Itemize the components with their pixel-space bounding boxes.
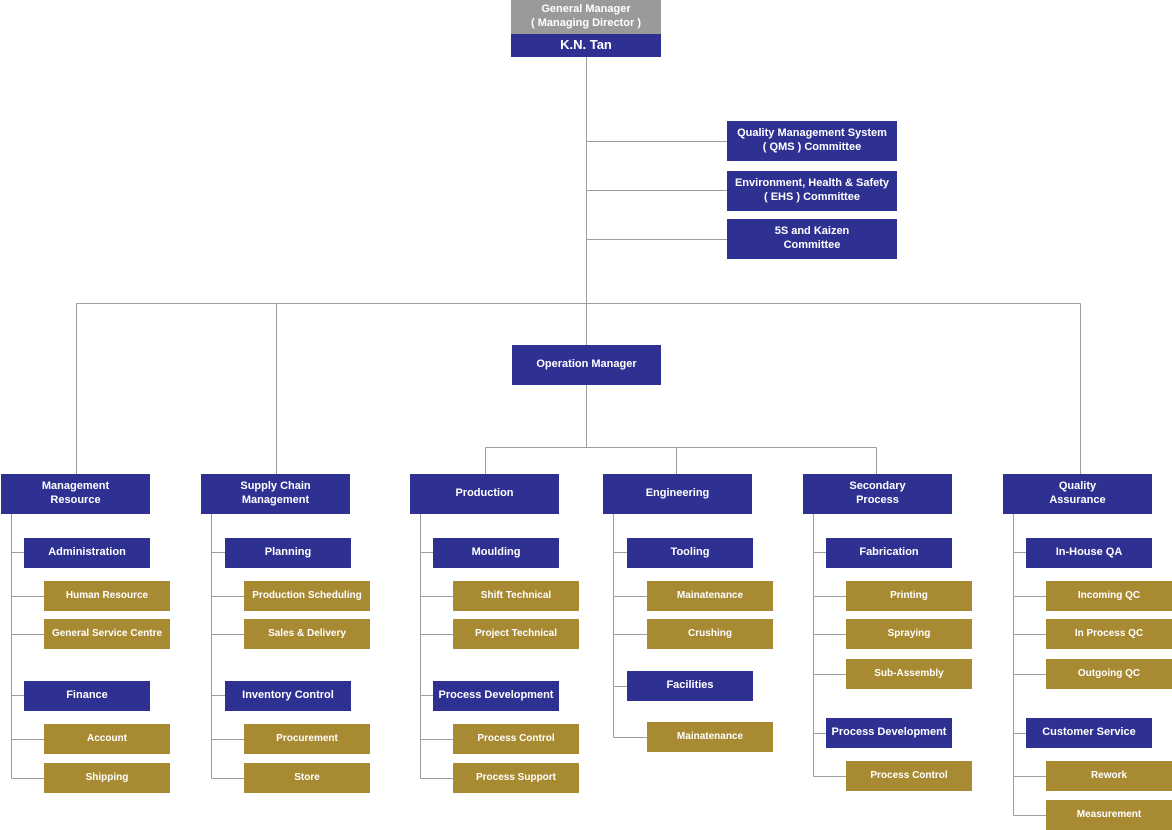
unit-in-process-qc: In Process QC (1046, 619, 1172, 649)
unit-outgoing-qc: Outgoing QC (1046, 659, 1172, 689)
unit-rework: Rework (1046, 761, 1172, 791)
group-moulding: Moulding (433, 538, 559, 568)
dept-production: Production (410, 474, 559, 514)
group-customer-service: Customer Service (1026, 718, 1152, 748)
unit-sales-delivery: Sales & Delivery (244, 619, 370, 649)
committee-ehs: Environment, Health & Safety ( EHS ) Com… (727, 171, 897, 211)
group-process-development-secondary: Process Development (826, 718, 952, 748)
unit-account: Account (44, 724, 170, 754)
general-manager-title: General Manager ( Managing Director ) (511, 0, 661, 34)
unit-production-scheduling: Production Scheduling (244, 581, 370, 611)
group-tooling: Tooling (627, 538, 753, 568)
committee-qms: Quality Management System ( QMS ) Commit… (727, 121, 897, 161)
unit-maintenance-facilities: Mainatenance (647, 722, 773, 752)
unit-process-control-secondary: Process Control (846, 761, 972, 791)
dept-management-resource: Management Resource (1, 474, 150, 514)
group-planning: Planning (225, 538, 351, 568)
unit-project-technical: Project Technical (453, 619, 579, 649)
dept-supply-chain-management: Supply Chain Management (201, 474, 350, 514)
unit-measurement: Measurement (1046, 800, 1172, 830)
general-manager-name: K.N. Tan (511, 34, 661, 57)
dept-quality-assurance: Quality Assurance (1003, 474, 1152, 514)
unit-process-support: Process Support (453, 763, 579, 793)
group-administration: Administration (24, 538, 150, 568)
unit-maintenance-tooling: Mainatenance (647, 581, 773, 611)
unit-spraying: Spraying (846, 619, 972, 649)
group-inventory-control: Inventory Control (225, 681, 351, 711)
dept-secondary-process: Secondary Process (803, 474, 952, 514)
unit-incoming-qc: Incoming QC (1046, 581, 1172, 611)
unit-shipping: Shipping (44, 763, 170, 793)
group-fabrication: Fabrication (826, 538, 952, 568)
committee-5s-kaizen: 5S and Kaizen Committee (727, 219, 897, 259)
unit-store: Store (244, 763, 370, 793)
operation-manager: Operation Manager (512, 345, 661, 385)
group-in-house-qa: In-House QA (1026, 538, 1152, 568)
group-process-development-production: Process Development (433, 681, 559, 711)
unit-procurement: Procurement (244, 724, 370, 754)
unit-shift-technical: Shift Technical (453, 581, 579, 611)
unit-sub-assembly: Sub-Assembly (846, 659, 972, 689)
group-facilities: Facilities (627, 671, 753, 701)
group-finance: Finance (24, 681, 150, 711)
unit-process-control-production: Process Control (453, 724, 579, 754)
unit-crushing: Crushing (647, 619, 773, 649)
unit-printing: Printing (846, 581, 972, 611)
unit-general-service-centre: General Service Centre (44, 619, 170, 649)
dept-engineering: Engineering (603, 474, 752, 514)
unit-human-resource: Human Resource (44, 581, 170, 611)
